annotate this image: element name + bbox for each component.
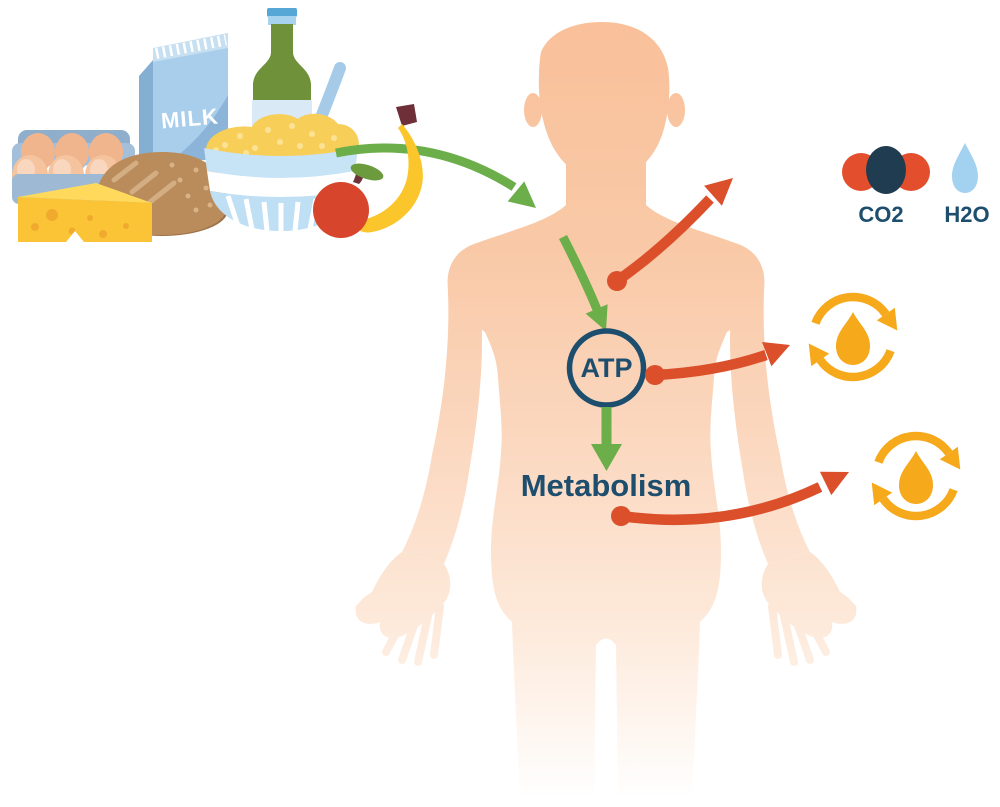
left-hand-fingers bbox=[355, 595, 444, 666]
co2-molecule-icon bbox=[842, 146, 930, 194]
right-hand-fingers bbox=[768, 595, 857, 666]
atp-label: ATP bbox=[581, 353, 633, 383]
atp-to-metabolism-arrow bbox=[591, 407, 622, 471]
atp-energy-output-arrow bbox=[645, 342, 790, 385]
atp-circle: ATP bbox=[566, 328, 647, 408]
flame-icon bbox=[836, 312, 870, 365]
milk-carton-icon: MILK bbox=[139, 33, 228, 160]
metabolism-energy-output-arrow bbox=[611, 471, 849, 526]
cheese-icon bbox=[18, 183, 152, 242]
co2-label: CO2 bbox=[858, 202, 903, 227]
milk-label: MILK bbox=[160, 104, 220, 134]
h2o-droplet-icon bbox=[952, 143, 978, 193]
left-ear bbox=[524, 93, 542, 127]
apple-icon bbox=[313, 163, 384, 238]
right-arm bbox=[730, 246, 810, 564]
co2-h2o-output-arrow bbox=[607, 178, 733, 291]
fire-energy-icon-1 bbox=[808, 292, 898, 382]
h2o-label: H2O bbox=[944, 202, 989, 227]
food-to-body-arrow bbox=[335, 143, 536, 208]
left-arm bbox=[402, 246, 482, 564]
metabolism-label: Metabolism bbox=[521, 468, 692, 503]
fire-energy-icon-2 bbox=[871, 431, 961, 521]
flame-icon bbox=[899, 451, 933, 504]
food-group-icon: MILK bbox=[12, 8, 536, 242]
banana-icon bbox=[352, 104, 423, 233]
right-ear bbox=[667, 93, 685, 127]
chest-to-atp-arrow bbox=[558, 234, 608, 331]
